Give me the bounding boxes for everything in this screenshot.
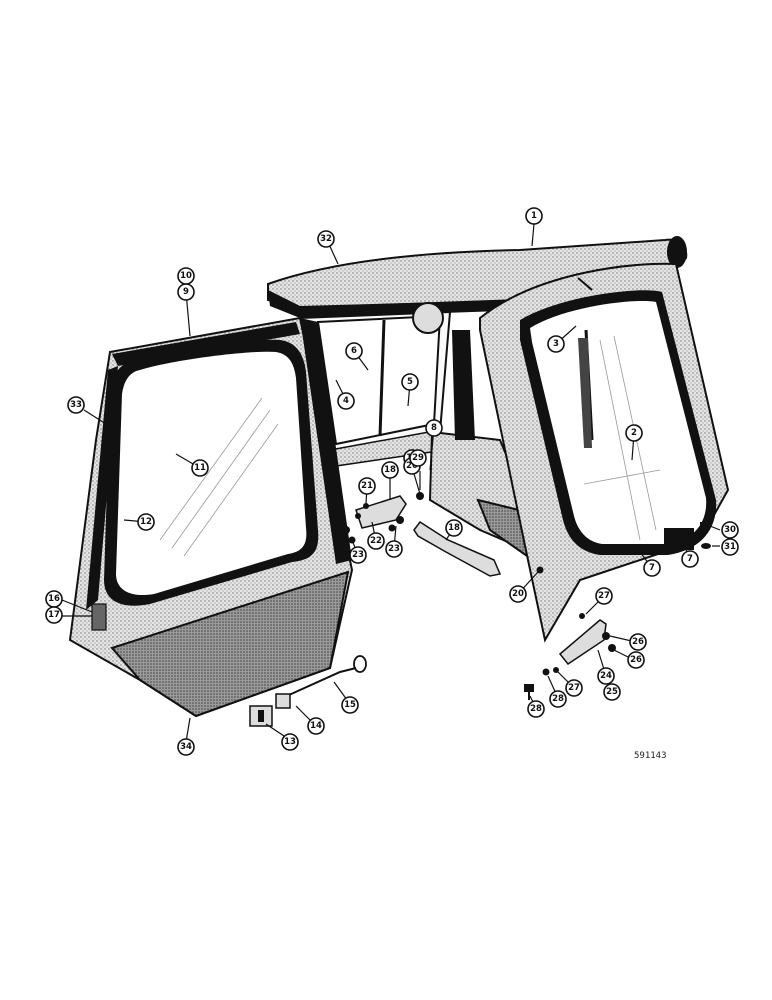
- svg-text:23: 23: [388, 544, 400, 554]
- svg-text:14: 14: [310, 721, 322, 731]
- svg-text:10: 10: [180, 271, 192, 281]
- callout-9: 9: [177, 283, 195, 301]
- svg-text:3: 3: [553, 339, 559, 349]
- callout-8: 8: [425, 419, 443, 437]
- svg-text:27: 27: [568, 683, 580, 693]
- callout-15: 15: [341, 696, 359, 714]
- svg-text:9: 9: [183, 287, 189, 297]
- callout-11: 11: [191, 459, 209, 477]
- callout-14: 14: [307, 717, 325, 735]
- svg-text:2: 2: [631, 428, 637, 438]
- callout-18a: 18: [381, 461, 399, 479]
- callout-33: 33: [67, 396, 85, 414]
- hinge-assembly: [524, 522, 711, 700]
- callout-7b: 7: [681, 550, 699, 568]
- svg-text:18: 18: [448, 523, 460, 533]
- callout-6: 6: [345, 342, 363, 360]
- svg-text:32: 32: [320, 234, 332, 244]
- svg-text:6: 6: [351, 346, 357, 356]
- door-catch: [249, 705, 273, 727]
- callout-12: 12: [137, 513, 155, 531]
- svg-text:5: 5: [407, 377, 413, 387]
- callout-23a: 23: [349, 546, 367, 564]
- callout-13: 13: [281, 733, 299, 751]
- svg-text:29: 29: [412, 453, 424, 463]
- svg-text:7: 7: [687, 554, 693, 564]
- callout-16: 16: [45, 590, 63, 608]
- svg-text:8: 8: [431, 423, 437, 433]
- support-strap: [413, 520, 502, 577]
- callout-5: 5: [401, 373, 419, 391]
- callout-10: 10: [177, 267, 195, 285]
- svg-text:27: 27: [598, 591, 610, 601]
- svg-text:28: 28: [552, 694, 564, 704]
- svg-text:24: 24: [600, 671, 612, 681]
- callout-26b: 26: [627, 651, 645, 669]
- roof-panel: [267, 236, 688, 318]
- callout-29: 29: [409, 449, 427, 467]
- callout-27a: 27: [595, 587, 613, 605]
- rear-window-frame: [298, 302, 452, 467]
- svg-text:30: 30: [724, 525, 736, 535]
- svg-text:15: 15: [344, 700, 356, 710]
- callout-17: 17: [45, 606, 63, 624]
- callout-7a: 7: [643, 559, 661, 577]
- svg-text:12: 12: [140, 517, 152, 527]
- callout-32: 32: [317, 230, 335, 248]
- callout-18b: 18: [445, 519, 463, 537]
- svg-text:26: 26: [630, 655, 642, 665]
- callout-4: 4: [337, 392, 355, 410]
- callout-28a: 28: [549, 690, 567, 708]
- callout-31: 31: [721, 538, 739, 556]
- svg-text:4: 4: [343, 396, 349, 406]
- svg-text:23: 23: [352, 550, 364, 560]
- svg-text:17: 17: [48, 610, 60, 620]
- svg-text:22: 22: [370, 536, 382, 546]
- door-hold-rod: [275, 655, 367, 709]
- callout-23b: 23: [385, 540, 403, 558]
- callout-1: 1: [525, 207, 543, 225]
- svg-text:16: 16: [48, 594, 60, 604]
- svg-text:18: 18: [384, 465, 396, 475]
- left-door: [68, 316, 354, 718]
- svg-text:21: 21: [361, 481, 373, 491]
- svg-text:13: 13: [284, 737, 296, 747]
- svg-text:26: 26: [632, 637, 644, 647]
- svg-text:34: 34: [180, 742, 192, 752]
- callout-24: 24: [597, 667, 615, 685]
- right-side-frame: [479, 262, 730, 643]
- callouts: 1 2 3 4 5 6 7 7 8 9 10 11 12 13 14 15 16…: [45, 207, 739, 756]
- callout-22: 22: [367, 532, 385, 550]
- svg-text:28: 28: [530, 704, 542, 714]
- latch-assembly: [342, 492, 424, 544]
- callout-21: 21: [358, 477, 376, 495]
- figure-code: 591143: [634, 751, 667, 761]
- callout-26a: 26: [629, 633, 647, 651]
- svg-text:7: 7: [649, 563, 655, 573]
- callout-27b: 27: [565, 679, 583, 697]
- svg-text:11: 11: [194, 463, 206, 473]
- callout-25: 25: [603, 683, 621, 701]
- callout-30: 30: [721, 521, 739, 539]
- svg-text:20: 20: [512, 589, 524, 599]
- callout-34: 34: [177, 738, 195, 756]
- svg-text:20: 20: [406, 461, 418, 471]
- callout-28b: 28: [527, 700, 545, 718]
- callout-3: 3: [547, 335, 565, 353]
- svg-text:1: 1: [531, 211, 537, 221]
- callout-20b: 20: [509, 585, 527, 603]
- svg-text:25: 25: [606, 687, 618, 697]
- svg-text:33: 33: [70, 400, 82, 410]
- callout-2: 2: [625, 424, 643, 442]
- svg-text:31: 31: [724, 542, 736, 552]
